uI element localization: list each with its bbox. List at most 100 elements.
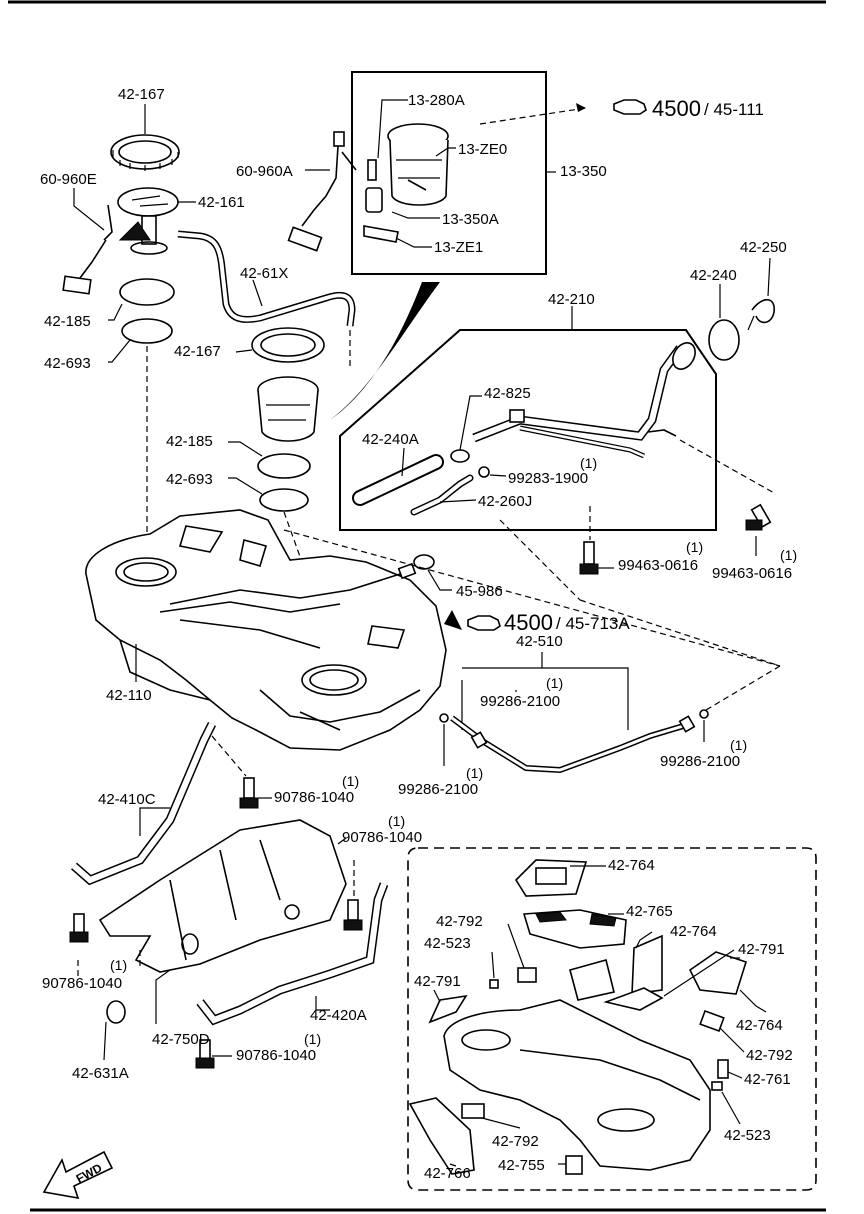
label-42-185-mid: 42-185 — [166, 433, 213, 450]
label-99286-2100-c: 99286-2100 — [660, 753, 740, 770]
qty-99286-2100-c: (1) — [730, 737, 747, 753]
reference-hand-icon — [613, 99, 647, 115]
qty-90786-1040-d: (1) — [304, 1031, 321, 1047]
label-60-960A: 60-960A — [236, 163, 293, 180]
bolt-99463-0616-a — [579, 541, 599, 575]
bolt-90786-1040-b — [343, 899, 363, 931]
pad-42-755 — [565, 1155, 583, 1175]
qty-99286-2100-a: (1) — [546, 675, 563, 691]
clip-99286-2100-c — [699, 709, 709, 719]
label-42-755: 42-755 — [498, 1157, 545, 1174]
heat-shield-42-750D — [98, 819, 347, 973]
label-42-764-b: 42-764 — [670, 923, 717, 940]
pump-detail-assembly — [363, 123, 449, 243]
label-42-693-top: 42-693 — [44, 355, 91, 372]
label-99283-1900: 99283-1900 — [508, 470, 588, 487]
label-42-185-top: 42-185 — [44, 313, 91, 330]
insulator-42-791-b — [603, 987, 664, 1011]
gasket-ring-top — [119, 278, 175, 306]
label-99286-2100-b: 99286-2100 — [398, 781, 478, 798]
reference-main-2: 4500 — [504, 610, 553, 635]
label-13-350A: 13-350A — [442, 211, 499, 228]
qty-90786-1040-c: (1) — [110, 957, 127, 973]
label-42-791-b: 42-791 — [738, 941, 785, 958]
qty-99463-0616-b: (1) — [780, 547, 797, 563]
label-42-510: 42-510 — [516, 633, 563, 650]
label-42-693-mid: 42-693 — [166, 471, 213, 488]
label-13-ZE0: 13-ZE0 — [458, 141, 507, 158]
filler-cap-seal — [708, 319, 740, 361]
label-99463-0616-b: 99463-0616 — [712, 565, 792, 582]
label-42-250: 42-250 — [740, 239, 787, 256]
grommet-42-631A — [106, 1000, 126, 1024]
reference-hand-icon-2 — [467, 615, 501, 631]
label-42-240: 42-240 — [690, 267, 737, 284]
filler-pipe-frame — [339, 329, 717, 531]
bolt-90786-1040-d — [195, 1039, 215, 1069]
bolt-90786-1040-c — [69, 913, 89, 943]
filler-pipe — [472, 342, 696, 459]
fuel-pump-module — [257, 376, 319, 442]
label-13-280A: 13-280A — [408, 92, 465, 109]
pad-42-792-a — [517, 967, 537, 983]
pad-42-761 — [717, 1059, 729, 1079]
label-42-167-top: 42-167 — [118, 86, 165, 103]
pad-42-792-b — [699, 1009, 725, 1033]
fuel-tank — [85, 509, 447, 751]
hose-clamp-42-825 — [450, 449, 470, 463]
label-99463-0616-a: 99463-0616 — [618, 557, 698, 574]
qty-99463-0616-a: (1) — [686, 539, 703, 555]
label-13-350: 13-350 — [560, 163, 607, 180]
label-42-210: 42-210 — [548, 291, 595, 308]
label-42-750D: 42-750D — [152, 1031, 210, 1048]
strap-42-410C — [71, 721, 217, 886]
sender-cover — [117, 187, 179, 255]
clip-99283-1900 — [478, 466, 490, 478]
label-42-792-a: 42-792 — [436, 913, 483, 930]
gasket-ring-mid — [257, 453, 311, 479]
label-42-764-a: 42-764 — [608, 857, 655, 874]
detail-fuel-tank — [443, 999, 711, 1171]
sender-unit-60-960A — [287, 131, 357, 252]
label-42-523-b: 42-523 — [724, 1127, 771, 1144]
qty-90786-1040-b: (1) — [388, 813, 405, 829]
label-42-792-b: 42-792 — [746, 1047, 793, 1064]
insulator-42-764-a — [514, 859, 588, 897]
reference-sub-2: / 45-713A — [556, 614, 630, 633]
reference-main-1: 4500 — [652, 96, 701, 121]
label-42-61X: 42-61X — [240, 265, 288, 282]
label-42-240A: 42-240A — [362, 431, 419, 448]
label-42-410C: 42-410C — [98, 791, 156, 808]
o-ring-mid — [259, 488, 309, 512]
pad-42-523-b — [711, 1081, 723, 1091]
label-42-761: 42-761 — [744, 1071, 791, 1088]
label-42-167-mid: 42-167 — [174, 343, 221, 360]
qty-99283-1900: (1) — [580, 455, 597, 471]
lock-ring-mid — [251, 327, 325, 363]
qty-90786-1040-a: (1) — [342, 773, 359, 789]
filler-cap-tether — [747, 298, 775, 331]
reference-sub-1: / 45-111 — [704, 100, 764, 119]
insulator-42-764-c — [688, 951, 747, 995]
label-99286-2100-a: 99286-2100 — [480, 693, 560, 710]
pad-42-523-a — [489, 979, 499, 989]
label-42-764-c: 42-764 — [736, 1017, 783, 1034]
label-90786-1040-a: 90786-1040 — [274, 789, 354, 806]
label-42-161: 42-161 — [198, 194, 245, 211]
label-42-523-a: 42-523 — [424, 935, 471, 952]
qty-99286-2100-b: (1) — [466, 765, 483, 781]
sender-unit-60-960E — [62, 204, 113, 295]
forward-direction-arrow — [42, 1150, 114, 1200]
label-42-825: 42-825 — [484, 385, 531, 402]
pad-42-792-c — [461, 1103, 485, 1119]
label-90786-1040-c: 90786-1040 — [42, 975, 122, 992]
lock-ring-top — [110, 134, 180, 171]
strap-42-420A — [196, 882, 389, 1026]
label-90786-1040-b: 90786-1040 — [342, 829, 422, 846]
insulator-42-764-b — [569, 959, 615, 1001]
label-42-420A: 42-420A — [310, 1007, 367, 1024]
o-ring-top — [121, 318, 173, 344]
callout-wedge — [330, 282, 440, 420]
label-60-960E: 60-960E — [40, 171, 97, 188]
